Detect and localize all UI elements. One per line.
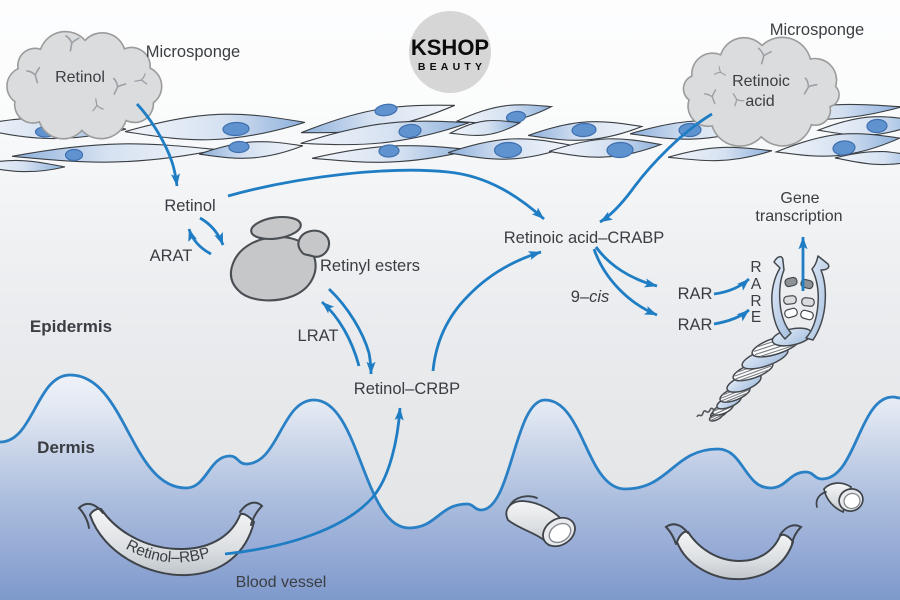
- svg-text:LRAT: LRAT: [298, 327, 339, 345]
- svg-text:Blood vessel: Blood vessel: [236, 574, 327, 591]
- svg-text:Retinyl esters: Retinyl esters: [320, 257, 420, 275]
- svg-text:Gene: Gene: [780, 190, 819, 207]
- svg-text:Epidermis: Epidermis: [30, 317, 112, 336]
- svg-text:Retinol: Retinol: [55, 69, 105, 86]
- svg-text:Retinol–CRBP: Retinol–CRBP: [354, 380, 460, 398]
- svg-text:RAR: RAR: [678, 316, 713, 334]
- svg-text:Retinoic acid–CRABP: Retinoic acid–CRABP: [504, 229, 665, 247]
- svg-text:Dermis: Dermis: [37, 438, 95, 457]
- svg-text:RAR: RAR: [678, 285, 713, 303]
- svg-text:Microsponge: Microsponge: [146, 43, 240, 61]
- svg-text:BEAUTY: BEAUTY: [418, 61, 486, 73]
- svg-text:Retinol: Retinol: [164, 197, 215, 215]
- svg-text:ARAT: ARAT: [150, 247, 193, 265]
- svg-text:transcription: transcription: [755, 208, 842, 225]
- svg-text:R: R: [750, 259, 761, 276]
- svg-text:R: R: [750, 293, 761, 310]
- svg-text:KSHOP: KSHOP: [411, 35, 489, 60]
- svg-text:Microsponge: Microsponge: [770, 21, 864, 39]
- svg-text:Retinoic: Retinoic: [732, 73, 790, 90]
- svg-text:E: E: [751, 309, 761, 326]
- svg-text:A: A: [751, 276, 762, 293]
- svg-text:9–cis: 9–cis: [571, 288, 610, 306]
- svg-text:acid: acid: [745, 93, 774, 110]
